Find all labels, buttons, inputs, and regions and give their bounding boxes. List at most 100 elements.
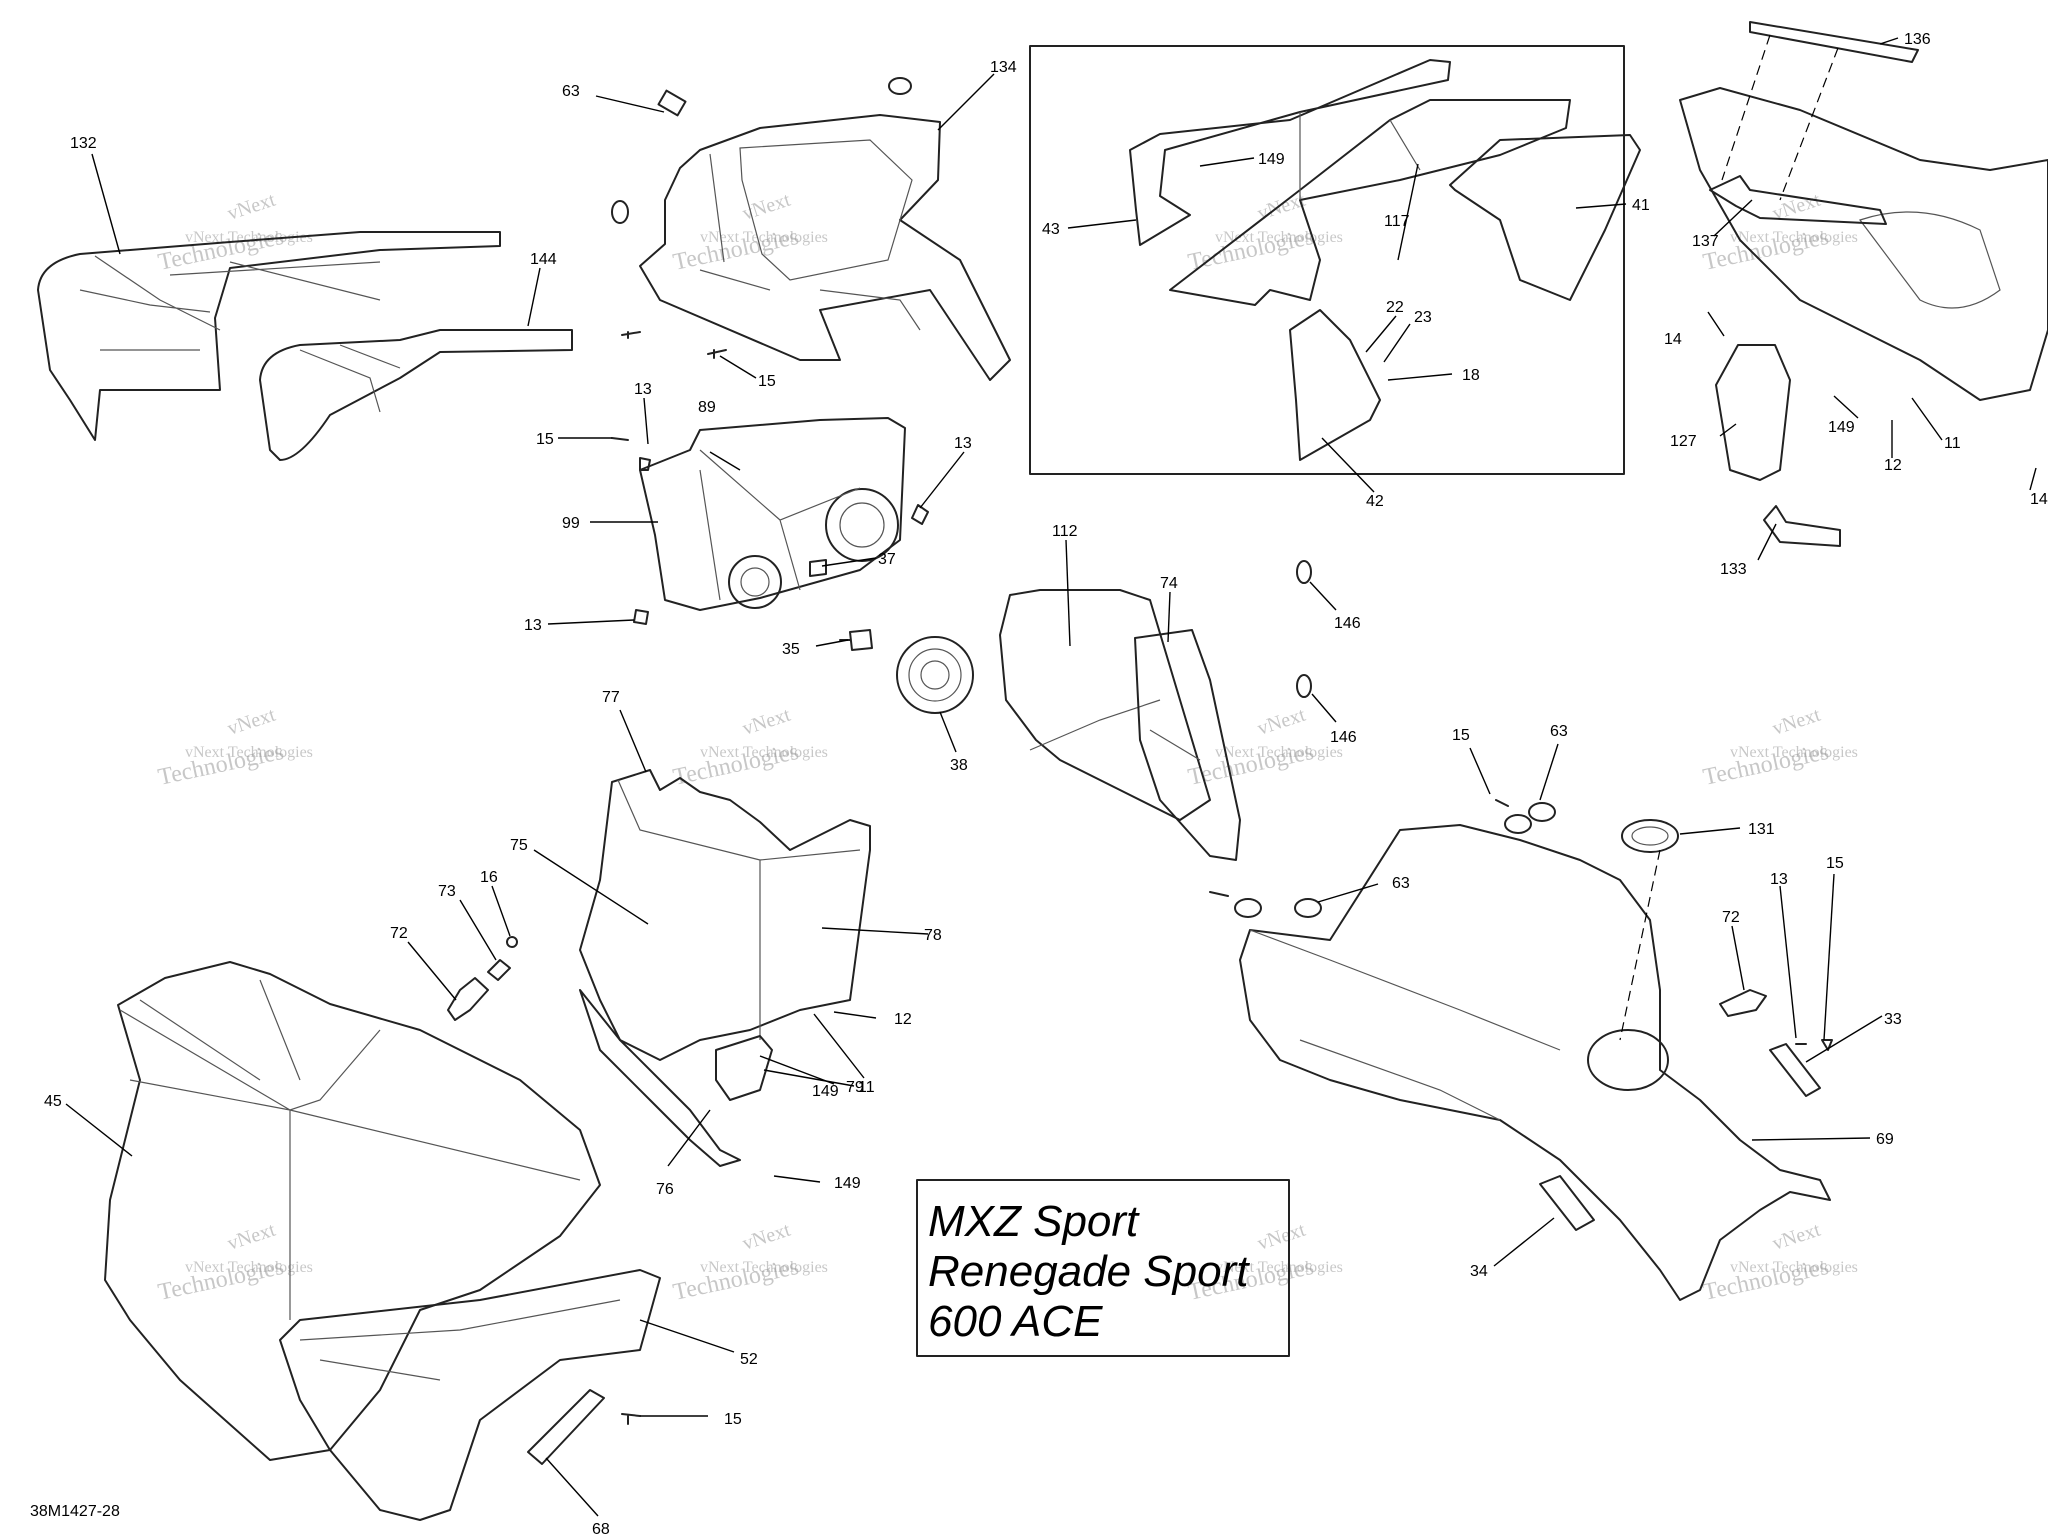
watermark-line1: vNext xyxy=(225,704,279,740)
part-45-hood xyxy=(104,961,601,1461)
watermark-line2: vNext Technologies xyxy=(1215,744,1343,761)
callout-38: 38 xyxy=(950,757,968,774)
callout-63: 63 xyxy=(562,83,580,100)
part-134-dash-panel xyxy=(639,114,1011,381)
callout-13: 13 xyxy=(954,435,972,452)
part-74-panel xyxy=(1134,629,1241,861)
watermark-tile: vNext vNext Technologies Technologies xyxy=(671,189,828,276)
parts-line-art xyxy=(37,21,2048,1521)
watermark-line2: vNext Technologies xyxy=(700,1259,828,1276)
callout-23: 23 xyxy=(1414,309,1432,326)
small-hardware xyxy=(611,77,929,651)
callout-133: 133 xyxy=(1720,561,1747,578)
callout-76: 76 xyxy=(656,1181,674,1198)
model-label: MXZ Sport Renegade Sport 600 ACE xyxy=(928,1197,1250,1346)
part-69-lower-body xyxy=(1239,824,1831,1301)
watermark-group: vNext vNext Technologies Technologies vN… xyxy=(156,189,1858,1306)
callout-52: 52 xyxy=(740,1351,758,1368)
part-38-bulb-seal xyxy=(896,636,974,714)
watermark-tile: vNext vNext Technologies Technologies xyxy=(671,704,828,791)
callout-149: 149 xyxy=(834,1175,861,1192)
callout-136: 136 xyxy=(1904,31,1931,48)
callout-14: 14 xyxy=(2030,491,2048,508)
callout-12: 12 xyxy=(894,1011,912,1028)
callout-13: 13 xyxy=(634,381,652,398)
callout-22: 22 xyxy=(1386,299,1404,316)
part-144-strip xyxy=(259,329,573,461)
callout-144: 144 xyxy=(530,251,557,268)
callout-63: 63 xyxy=(1550,723,1568,740)
watermark-line1: vNext xyxy=(740,704,794,740)
callout-45: 45 xyxy=(44,1093,62,1110)
watermark-line1: vNext xyxy=(1255,704,1309,740)
part-33-trim xyxy=(1769,1043,1821,1097)
callout-149: 149 xyxy=(1828,419,1855,436)
callout-63: 63 xyxy=(1392,875,1410,892)
watermark-line2: vNext Technologies xyxy=(1730,1259,1858,1276)
watermark-line2: vNext Technologies xyxy=(185,229,313,246)
callout-41: 41 xyxy=(1632,197,1650,214)
watermark-tile: vNext vNext Technologies Technologies xyxy=(156,1219,313,1306)
callout-16: 16 xyxy=(480,869,498,886)
part-34-trim xyxy=(1539,1175,1595,1231)
callout-127: 127 xyxy=(1670,433,1697,450)
part-72-clip xyxy=(1719,989,1767,1017)
subassembly-frame xyxy=(1029,45,1625,475)
watermark-line1: vNext xyxy=(1770,704,1824,740)
part-75-center-panel xyxy=(579,769,871,1167)
part-146-clip xyxy=(1296,560,1312,584)
callout-14: 14 xyxy=(1664,331,1682,348)
callout-132: 132 xyxy=(70,135,97,152)
callout-78: 78 xyxy=(924,927,942,944)
part-117-cowl-subassembly xyxy=(1129,59,1641,461)
assembly-dash-lines xyxy=(1619,34,1839,1041)
callout-73: 73 xyxy=(438,883,456,900)
callout-137: 137 xyxy=(1692,233,1719,250)
watermark-line1: vNext xyxy=(225,1219,279,1255)
callout-leaders xyxy=(65,37,2037,1517)
watermark-line2: vNext Technologies xyxy=(185,1259,313,1276)
watermark-line2: vNext Technologies xyxy=(1730,744,1858,761)
callout-11: 11 xyxy=(1944,435,1961,452)
watermark-line2: vNext Technologies xyxy=(185,744,313,761)
callout-18: 18 xyxy=(1462,367,1480,384)
callout-labels: 132 144 63 134 15 13 89 15 99 13 13 37 3… xyxy=(44,31,2048,1536)
callout-13: 13 xyxy=(1770,871,1788,888)
part-52-side-vent xyxy=(279,1269,661,1521)
part-112-side-panel xyxy=(999,589,1211,821)
callout-69: 69 xyxy=(1876,1131,1894,1148)
callout-146: 146 xyxy=(1334,615,1361,632)
callout-99: 99 xyxy=(562,515,580,532)
model-line: MXZ Sport xyxy=(928,1197,1140,1246)
model-line: Renegade Sport xyxy=(928,1247,1250,1296)
part-131-ring xyxy=(1621,819,1679,853)
callout-15: 15 xyxy=(536,431,554,448)
part-13-15-screws xyxy=(1795,1039,1833,1051)
part-68-strap xyxy=(527,1389,605,1465)
part-136-137-console xyxy=(1679,21,2048,547)
watermark-tile: vNext vNext Technologies Technologies xyxy=(1186,704,1343,791)
drawing-code: 38M1427-28 xyxy=(30,1503,120,1520)
part-63-grommets xyxy=(1209,799,1556,918)
watermark-line1: vNext xyxy=(225,189,279,225)
callout-15: 15 xyxy=(724,1411,742,1428)
watermark-tile: vNext vNext Technologies Technologies xyxy=(156,704,313,791)
callout-12: 12 xyxy=(1884,457,1902,474)
callout-146: 146 xyxy=(1330,729,1357,746)
callout-15: 15 xyxy=(1452,727,1470,744)
callout-11: 11 xyxy=(858,1079,875,1096)
callout-117: 117 xyxy=(1384,213,1410,230)
part-72-73-16-hardware xyxy=(447,936,518,1021)
callout-72: 72 xyxy=(1722,909,1740,926)
callout-75: 75 xyxy=(510,837,528,854)
watermark-tile: vNext vNext Technologies Technologies xyxy=(671,1219,828,1306)
model-line: 600 ACE xyxy=(928,1297,1103,1346)
callout-15: 15 xyxy=(1826,855,1844,872)
callout-77: 77 xyxy=(602,689,620,706)
callout-149: 149 xyxy=(1258,151,1285,168)
watermark-line2: vNext Technologies xyxy=(700,229,828,246)
watermark-tile: vNext vNext Technologies Technologies xyxy=(1701,704,1858,791)
callout-131: 131 xyxy=(1748,821,1775,838)
watermark-line1: vNext xyxy=(1255,1219,1309,1255)
callout-134: 134 xyxy=(990,59,1017,76)
